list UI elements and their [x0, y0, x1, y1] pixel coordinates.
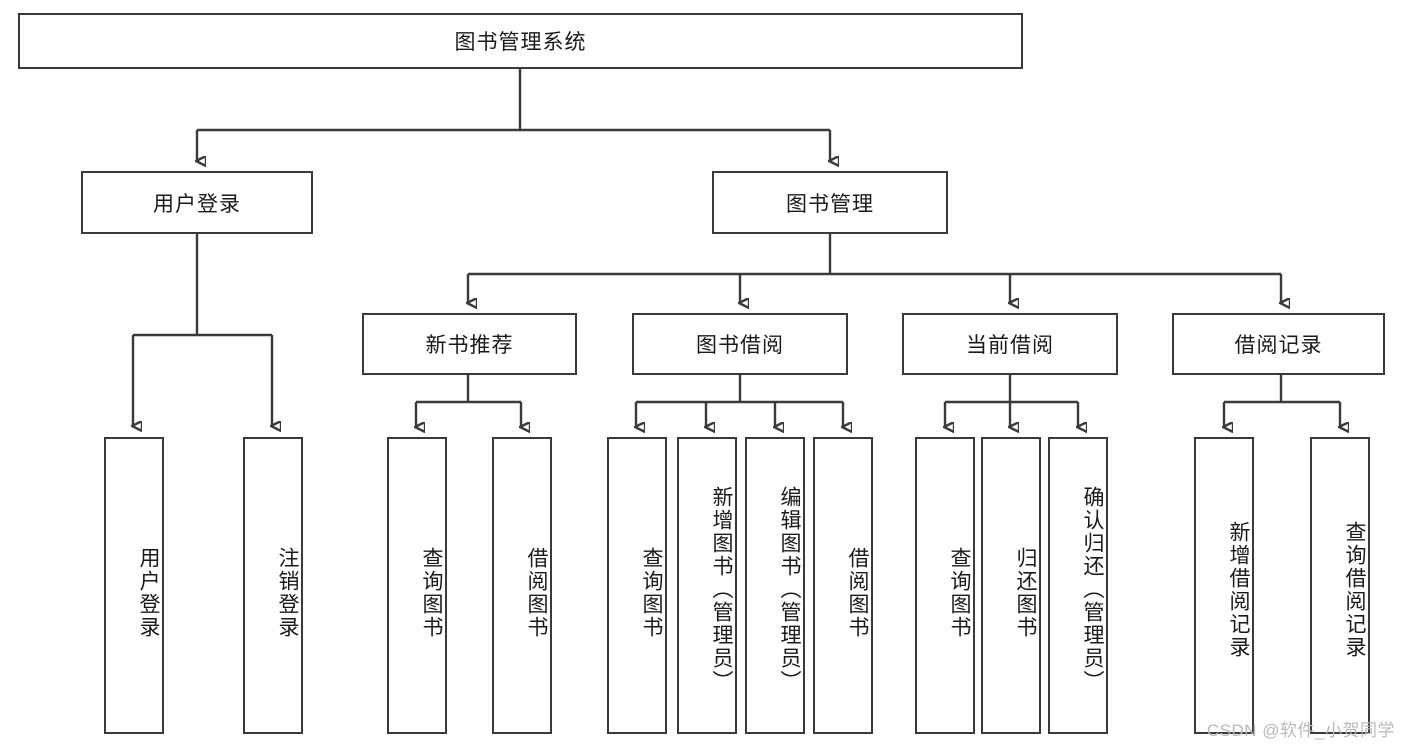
node-label: 查询借阅记录 — [1343, 520, 1366, 659]
node-label: 借阅记录 — [1234, 334, 1323, 357]
node-book-management[interactable]: 图书管理 — [712, 171, 948, 234]
leaf-user-logout[interactable]: 注销登录 — [243, 437, 303, 734]
leaf-borrow-edit-book-admin[interactable]: 编辑图书（管理员） — [745, 437, 805, 734]
node-label: 查询图书 — [420, 546, 443, 639]
node-new-book-recommend[interactable]: 新书推荐 — [362, 313, 577, 375]
leaf-borrow-borrow-book[interactable]: 借阅图书 — [813, 437, 873, 734]
node-borrow-record[interactable]: 借阅记录 — [1172, 313, 1385, 375]
node-label: 用户登录 — [153, 192, 241, 216]
leaf-borrow-query-book[interactable]: 查询图书 — [607, 437, 667, 734]
node-label: 新增借阅记录 — [1227, 520, 1250, 659]
node-label: 借阅图书 — [525, 546, 548, 639]
node-label: 借阅图书 — [846, 546, 869, 639]
node-label: 编辑图书（管理员） — [778, 486, 801, 693]
node-current-borrow[interactable]: 当前借阅 — [902, 313, 1118, 375]
node-label: 用户登录 — [137, 546, 160, 639]
leaf-current-return-book[interactable]: 归还图书 — [981, 437, 1041, 734]
leaf-record-query-borrow-record[interactable]: 查询借阅记录 — [1310, 437, 1370, 734]
leaf-recommend-borrow-book[interactable]: 借阅图书 — [492, 437, 552, 734]
node-user-login[interactable]: 用户登录 — [81, 171, 313, 234]
leaf-user-login[interactable]: 用户登录 — [104, 437, 164, 734]
leaf-current-query-book[interactable]: 查询图书 — [915, 437, 975, 734]
node-label: 新书推荐 — [425, 334, 514, 357]
node-book-borrow[interactable]: 图书借阅 — [632, 313, 848, 375]
node-label: 归还图书 — [1014, 546, 1037, 639]
node-label: 图书借阅 — [696, 334, 784, 357]
watermark-text: CSDN @软件_小贺同学 — [1206, 721, 1395, 740]
node-root-system[interactable]: 图书管理系统 — [18, 13, 1023, 69]
node-label: 查询图书 — [640, 546, 663, 639]
node-label: 新增图书（管理员） — [710, 486, 733, 693]
node-label: 查询图书 — [948, 546, 971, 639]
node-label: 图书管理 — [786, 192, 874, 216]
leaf-current-confirm-return-admin[interactable]: 确认归还（管理员） — [1048, 437, 1108, 734]
node-label: 注销登录 — [276, 546, 299, 639]
leaf-recommend-query-book[interactable]: 查询图书 — [387, 437, 447, 734]
leaf-record-add-borrow-record[interactable]: 新增借阅记录 — [1194, 437, 1254, 734]
leaf-borrow-add-book-admin[interactable]: 新增图书（管理员） — [677, 437, 737, 734]
node-label: 确认归还（管理员） — [1081, 486, 1104, 693]
node-label: 图书管理系统 — [454, 31, 587, 54]
node-label: 当前借阅 — [966, 334, 1054, 357]
